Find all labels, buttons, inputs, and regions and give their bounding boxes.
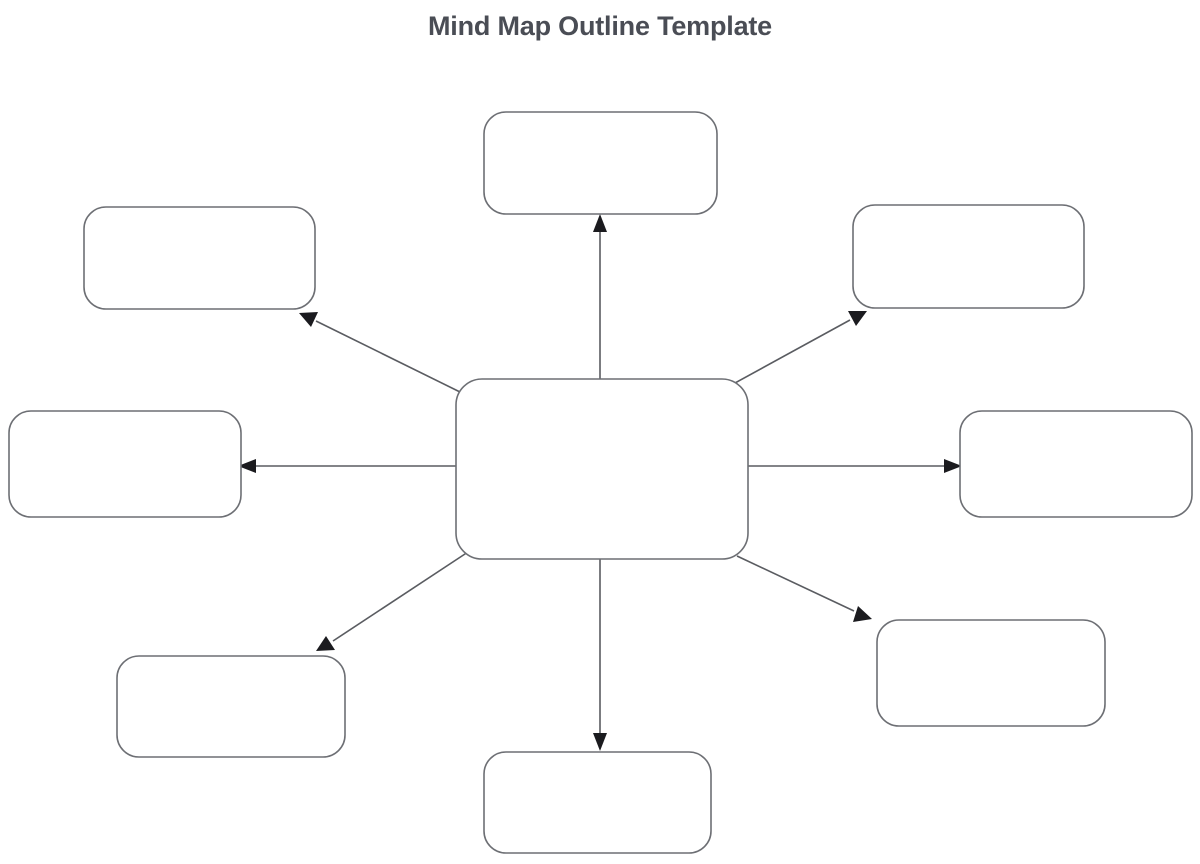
- arrowhead-bottom: [593, 733, 607, 751]
- connector-line-lower-right: [736, 555, 855, 612]
- node-branch-upper-right[interactable]: [852, 204, 1085, 309]
- connector-line-lower-left: [332, 551, 469, 642]
- connector-center-to-bottom: [593, 559, 607, 751]
- connector-center-to-left: [238, 459, 456, 473]
- node-branch-left[interactable]: [8, 410, 242, 518]
- node-center-box[interactable]: [455, 378, 749, 560]
- connector-center-to-lower-left: [316, 551, 469, 651]
- arrowhead-right: [944, 459, 962, 473]
- connector-center-to-lower-right: [736, 555, 872, 622]
- connectors-group: [238, 214, 962, 751]
- arrowhead-lower-right: [853, 606, 872, 622]
- connector-center-to-right: [748, 459, 962, 473]
- node-branch-upper-left-box[interactable]: [83, 206, 316, 310]
- node-center[interactable]: [455, 378, 749, 560]
- node-branch-right[interactable]: [959, 410, 1193, 518]
- node-branch-right-box[interactable]: [959, 410, 1193, 518]
- page-title: Mind Map Outline Template: [427, 11, 772, 41]
- node-branch-top-box[interactable]: [483, 111, 718, 215]
- arrowhead-lower-left: [316, 636, 335, 651]
- connector-line-upper-left: [315, 320, 461, 393]
- node-branch-lower-right[interactable]: [876, 619, 1106, 727]
- nodes-group: [8, 111, 1193, 854]
- connector-center-to-upper-right: [734, 311, 867, 384]
- node-branch-upper-left[interactable]: [83, 206, 316, 310]
- connector-center-to-upper-left: [299, 312, 461, 393]
- arrowhead-upper-right: [848, 311, 867, 326]
- node-branch-lower-left-box[interactable]: [116, 655, 346, 758]
- node-branch-lower-left[interactable]: [116, 655, 346, 758]
- node-branch-left-box[interactable]: [8, 410, 242, 518]
- node-branch-upper-right-box[interactable]: [852, 204, 1085, 309]
- node-branch-bottom[interactable]: [483, 751, 712, 854]
- arrowhead-upper-left: [299, 312, 318, 327]
- node-branch-lower-right-box[interactable]: [876, 619, 1106, 727]
- node-branch-bottom-box[interactable]: [483, 751, 712, 854]
- node-branch-top[interactable]: [483, 111, 718, 215]
- arrowhead-top: [593, 214, 607, 232]
- arrowhead-left: [238, 459, 256, 473]
- connector-line-upper-right: [734, 319, 851, 384]
